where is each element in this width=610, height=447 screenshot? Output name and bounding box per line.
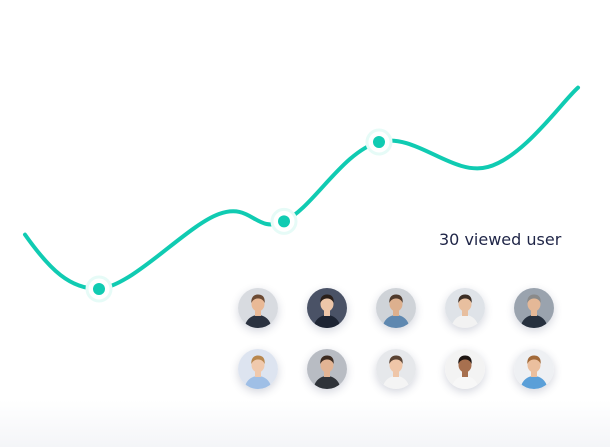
viewed-users-avatar-grid bbox=[238, 288, 558, 389]
user-portrait-icon bbox=[376, 349, 416, 389]
viewed-users-count: 30 viewed user bbox=[439, 230, 562, 249]
trend-line-series bbox=[23, 85, 580, 291]
user-portrait-icon bbox=[514, 288, 554, 328]
user-portrait-icon bbox=[514, 349, 554, 389]
user-portrait-icon bbox=[445, 288, 485, 328]
user-portrait-icon bbox=[307, 288, 347, 328]
user-avatar[interactable] bbox=[445, 349, 485, 389]
user-portrait-icon bbox=[376, 288, 416, 328]
marker-dot bbox=[373, 136, 385, 148]
user-portrait-icon bbox=[238, 288, 278, 328]
trend-point-marker-1[interactable] bbox=[85, 275, 113, 303]
user-avatar[interactable] bbox=[307, 349, 347, 389]
marker-dot bbox=[93, 283, 105, 295]
user-avatar[interactable] bbox=[514, 349, 554, 389]
user-avatar[interactable] bbox=[307, 288, 347, 328]
user-avatar[interactable] bbox=[238, 349, 278, 389]
user-portrait-icon bbox=[445, 349, 485, 389]
user-portrait-icon bbox=[238, 349, 278, 389]
user-avatar[interactable] bbox=[445, 288, 485, 328]
user-portrait-icon bbox=[307, 349, 347, 389]
user-avatar[interactable] bbox=[376, 288, 416, 328]
user-avatar[interactable] bbox=[238, 288, 278, 328]
trend-point-marker-2[interactable] bbox=[270, 207, 298, 235]
marker-dot bbox=[278, 215, 290, 228]
user-avatar[interactable] bbox=[514, 288, 554, 328]
trend-point-marker-3[interactable] bbox=[365, 128, 393, 156]
user-avatar[interactable] bbox=[376, 349, 416, 389]
